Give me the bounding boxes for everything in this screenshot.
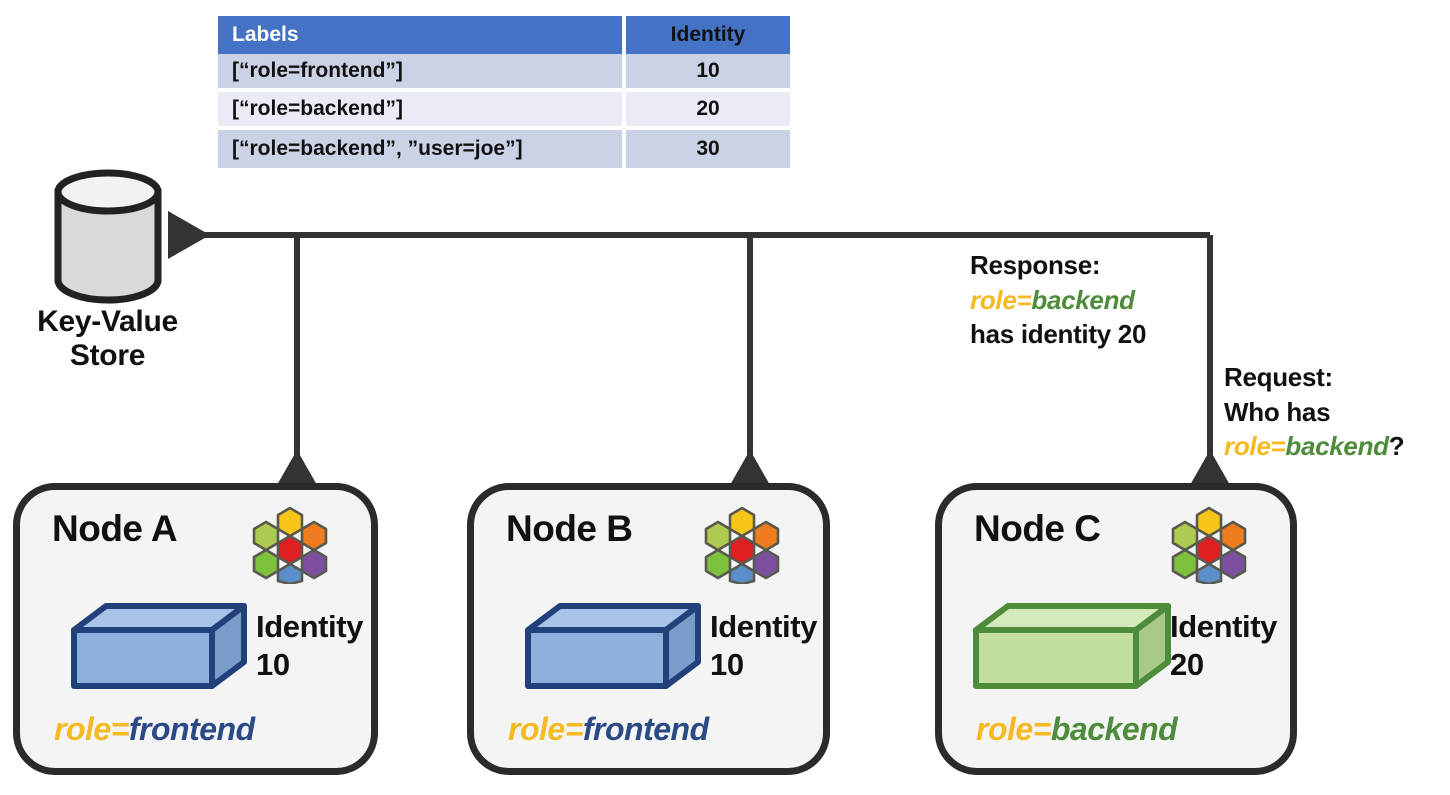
response-role-line: role=backend [970,283,1146,318]
node-title: Node C [974,508,1101,549]
column-header-identity: Identity [626,16,790,54]
role-equals: = [110,711,130,747]
key-value-store-cylinder-icon [54,169,162,304]
request-line-2: Who has [1224,396,1331,427]
identity-value: 10 [710,647,744,683]
node-title: Node A [52,508,178,549]
column-header-labels: Labels [218,16,626,54]
cell-labels: [“role=frontend”] [218,54,626,92]
response-line-3: has identity 20 [970,319,1147,350]
table-row: [“role=backend”] 20 [218,92,790,130]
table-row: [“role=backend”, ”user=joe”] 30 [218,130,790,168]
role-key: role [54,711,111,747]
labels-identity-table: Labels Identity [“role=frontend”] 10 [“r… [218,16,790,168]
response-line-1: Response: [970,250,1101,280]
role-value: frontend [128,711,255,747]
table-header: Labels Identity [218,16,790,54]
role-key: role [970,284,1017,315]
role-equals: = [1016,284,1032,315]
identity-label: Identity [710,609,818,644]
kv-label-line1: Key-Value [37,305,178,338]
role-key: role [508,711,565,747]
role-equals: = [1032,711,1052,747]
cell-identity: 10 [626,54,790,92]
role-value: backend [1050,711,1178,747]
cell-identity: 20 [626,92,790,130]
role-value: backend [1285,431,1389,462]
role-key: role [1224,431,1271,462]
role-equals: = [564,711,584,747]
cell-labels: [“role=backend”, ”user=joe”] [218,130,626,168]
identity-readout: Identity 20 [1170,608,1277,684]
node-card-a[interactable]: Node A Identity 10 role=frontend [13,483,378,775]
key-value-store-label: Key-Value Store [0,305,215,373]
role-label: role=frontend [508,711,709,748]
role-value: frontend [582,711,709,747]
request-annotation: Request: Who has role=backend? [1224,360,1405,464]
role-key: role [976,711,1033,747]
role-equals: = [1270,431,1286,462]
workload-box-icon [525,603,701,689]
role-value: backend [1031,284,1135,315]
request-role-line: role=backend? [1224,429,1405,464]
workload-box-icon [973,603,1171,689]
node-card-c[interactable]: Node C Identity 20 role=backend [935,483,1297,775]
hexagon-cluster-icon [704,506,780,584]
table-row: [“role=frontend”] 10 [218,54,790,92]
kv-label-line2: Store [69,338,146,372]
identity-readout: Identity 10 [256,608,363,684]
cell-labels: [“role=backend”] [218,92,626,130]
identity-value: 20 [1170,647,1204,683]
node-card-b[interactable]: Node B Identity 10 role=frontend [467,483,830,775]
identity-label: Identity [1170,609,1278,644]
cell-identity: 30 [626,130,790,168]
table-header-row: Labels Identity [218,16,790,54]
hexagon-cluster-icon [252,506,328,584]
hexagon-cluster-icon [1171,506,1247,584]
table-body: [“role=frontend”] 10 [“role=backend”] 20… [218,54,790,168]
workload-box-icon [71,603,247,689]
request-line-1: Request: [1224,362,1333,392]
role-label: role=frontend [54,711,255,748]
identity-readout: Identity 10 [710,608,817,684]
role-label: role=backend [976,711,1178,748]
identity-value: 10 [256,647,290,683]
node-title: Node B [506,508,633,549]
response-annotation: Response: role=backend has identity 20 [970,248,1146,352]
request-question-mark: ? [1388,431,1405,462]
identity-label: Identity [256,609,364,644]
